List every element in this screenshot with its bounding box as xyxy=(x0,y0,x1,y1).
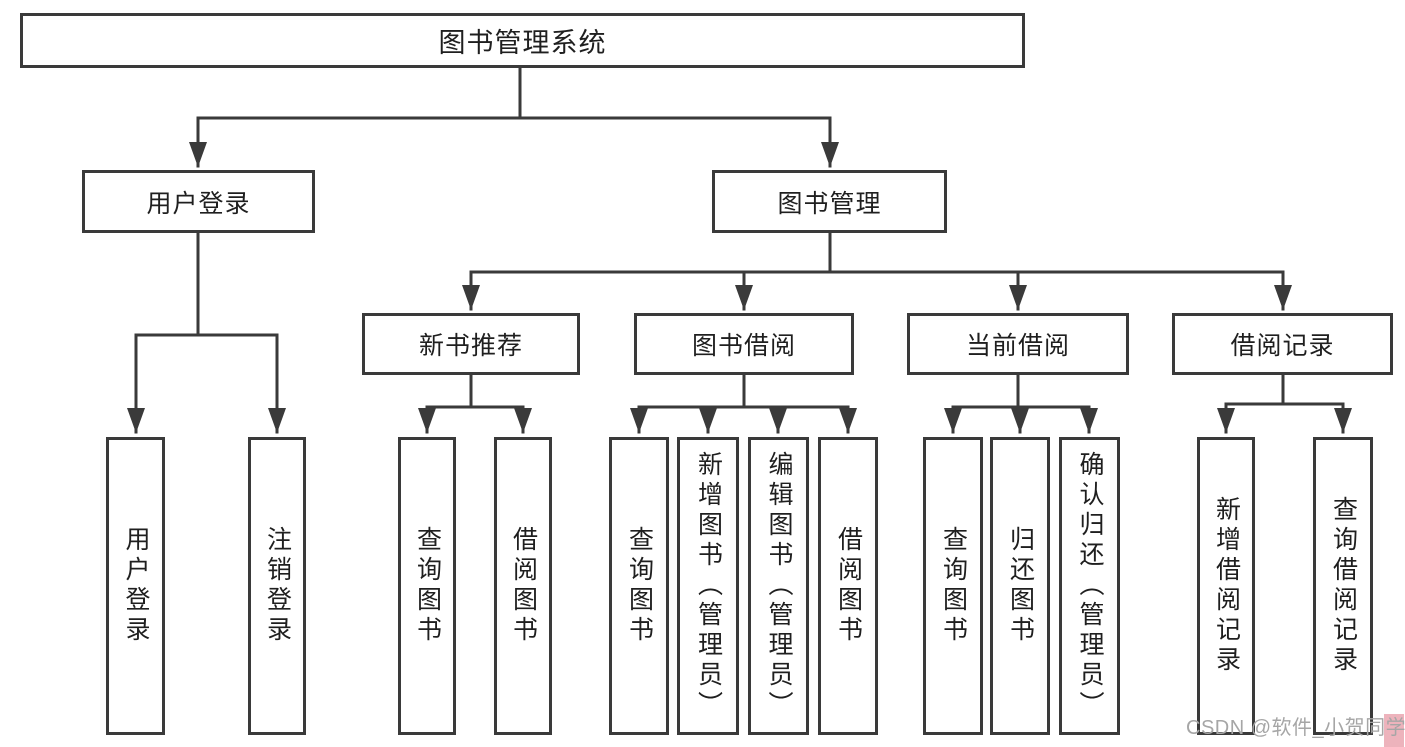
leaf-edit-books-admin: 编辑图书（管理员） xyxy=(748,437,809,735)
leaf-query-books-borrow: 查询图书 xyxy=(609,437,669,735)
node-label: 编辑图书（管理员） xyxy=(765,451,793,721)
node-label: 确认归还（管理员） xyxy=(1076,451,1104,721)
leaf-query-books-current: 查询图书 xyxy=(923,437,983,735)
node-label: 查询借阅记录 xyxy=(1329,496,1358,676)
leaf-confirm-return-admin: 确认归还（管理员） xyxy=(1059,437,1120,735)
node-new-book-recommend: 新书推荐 xyxy=(362,313,580,375)
node-label: 归还图书 xyxy=(1006,526,1035,646)
node-label: 借阅图书 xyxy=(834,526,863,646)
node-label: 新书推荐 xyxy=(418,332,523,360)
csdn-logo xyxy=(1384,714,1404,747)
node-label: 用户登录 xyxy=(146,189,251,218)
node-label: 注销登录 xyxy=(263,526,292,646)
leaf-query-books-recommend: 查询图书 xyxy=(398,437,456,735)
node-label: 借阅记录 xyxy=(1230,332,1335,360)
watermark-text: CSDN @软件_小贺同学 xyxy=(1186,717,1405,739)
node-borrowing-records: 借阅记录 xyxy=(1172,313,1393,375)
leaf-query-borrow-record: 查询借阅记录 xyxy=(1313,437,1373,735)
node-label: 新增图书（管理员） xyxy=(694,451,723,721)
node-book-borrowing: 图书借阅 xyxy=(634,313,854,375)
node-label: 借阅图书 xyxy=(509,526,538,646)
node-label: 用户登录 xyxy=(122,526,150,646)
leaf-borrow-books-recommend: 借阅图书 xyxy=(494,437,552,735)
node-label: 当前借阅 xyxy=(965,332,1070,360)
node-current-borrowing: 当前借阅 xyxy=(907,313,1129,375)
leaf-return-books: 归还图书 xyxy=(990,437,1050,735)
node-label: 查询图书 xyxy=(625,526,654,646)
node-label: 查询图书 xyxy=(939,526,968,646)
leaf-add-borrow-record: 新增借阅记录 xyxy=(1197,437,1255,735)
node-user-login: 用户登录 xyxy=(82,170,315,233)
node-root-library-system: 图书管理系统 xyxy=(20,13,1025,68)
node-label: 图书管理 xyxy=(777,189,882,218)
leaf-user-login: 用户登录 xyxy=(106,437,165,735)
leaf-logout: 注销登录 xyxy=(248,437,306,735)
leaf-add-books-admin: 新增图书（管理员） xyxy=(677,437,739,735)
node-label: 新增借阅记录 xyxy=(1212,496,1241,676)
node-label: 查询图书 xyxy=(413,526,442,646)
leaf-borrow-books: 借阅图书 xyxy=(818,437,878,735)
node-label: 图书借阅 xyxy=(691,332,796,360)
node-label: 图书管理系统 xyxy=(438,28,607,58)
node-book-management: 图书管理 xyxy=(712,170,947,233)
